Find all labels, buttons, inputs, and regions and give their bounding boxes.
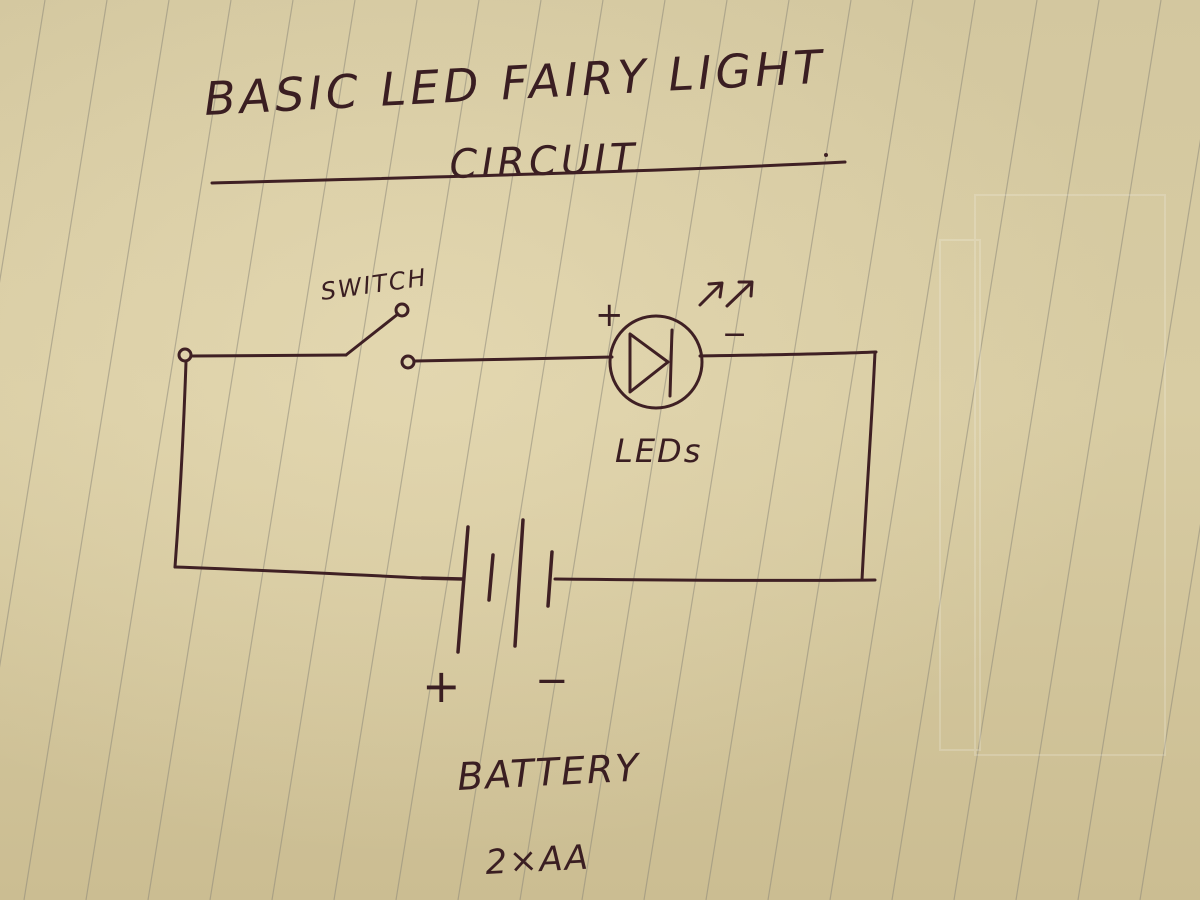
rule-line: [643, 0, 790, 900]
show-through-marks: [939, 194, 1166, 756]
led-bar: [668, 328, 674, 398]
battery-plate-4: [546, 550, 554, 608]
led-minus-sign: −: [722, 317, 747, 352]
led-light-arrow-2: [725, 280, 754, 308]
rule-line: [0, 0, 108, 668]
rule-line: [767, 0, 914, 900]
battery-plate-2: [487, 553, 495, 602]
battery-plate-3: [513, 518, 525, 648]
battery-plate-1: [456, 525, 470, 654]
rule-line: [1077, 138, 1200, 900]
led-light-arrow-1: [698, 281, 724, 307]
led-plus-sign: +: [595, 295, 624, 335]
switch-label: SWITCH: [319, 263, 429, 306]
title-underline: [210, 160, 847, 185]
leds-label: LEDs: [615, 432, 702, 470]
rule-line: [829, 0, 976, 900]
rule-line: [147, 0, 294, 900]
circuit-wires: [173, 350, 878, 582]
battery-plus-sign: +: [422, 659, 461, 713]
led-symbol: [608, 280, 754, 410]
diagram-title-line-2: CIRCUIT: [449, 135, 639, 188]
rule-line: [457, 0, 604, 900]
switch-pivot-terminal: [394, 302, 410, 318]
rule-line: [953, 0, 1100, 900]
rule-line: [581, 0, 728, 900]
rule-line: [1015, 0, 1162, 900]
rule-line: [271, 0, 418, 900]
rule-line: [333, 0, 480, 900]
switch-contact-terminal: [400, 354, 416, 370]
title-dot: [824, 153, 828, 157]
rule-line: [891, 0, 1038, 900]
led-triangle: [628, 332, 670, 394]
left-terminal: [177, 347, 193, 363]
rule-line: [85, 0, 232, 900]
rule-line: [1139, 523, 1200, 900]
battery-label: BATTERY: [456, 745, 642, 799]
switch-lever: [344, 312, 400, 357]
diagram-title-line-1: BASIC LED FAIRY LIGHT: [203, 39, 827, 125]
battery-minus-sign: −: [535, 658, 569, 704]
led-circle: [608, 314, 704, 410]
battery-symbol: [420, 518, 554, 654]
battery-spec-label: 2×AA: [484, 838, 591, 883]
switch-symbol: [177, 302, 416, 370]
rule-line: [519, 0, 666, 900]
rule-line: [395, 0, 542, 900]
rule-line: [23, 0, 170, 900]
rule-line: [209, 0, 356, 900]
rule-line: [705, 0, 852, 900]
battery-lead-left: [420, 576, 464, 581]
rule-line: [0, 0, 46, 284]
